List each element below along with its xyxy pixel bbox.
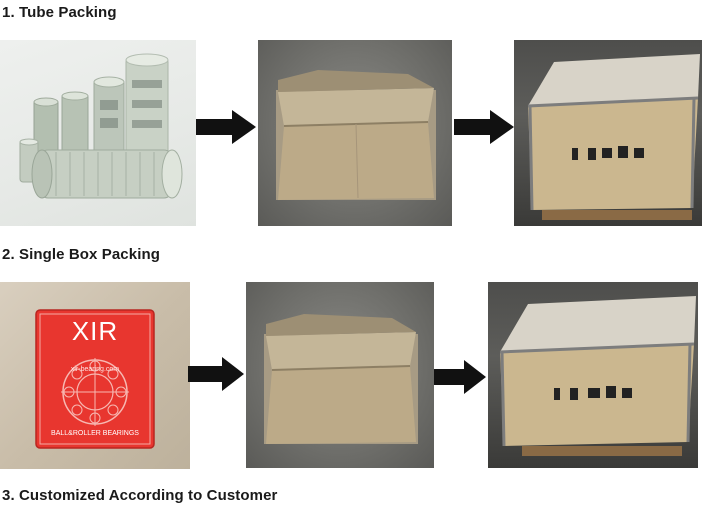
red-bearing-box-photo: XIR xir-bearing.com BALL&ROLLER BEARINGS (0, 282, 190, 469)
wooden-crate-photo (488, 282, 698, 468)
heading-tube-packing: 1. Tube Packing (2, 4, 117, 21)
arrow-right-icon (196, 110, 256, 144)
arrow-right-icon (188, 357, 244, 391)
heading-customized: 3. Customized According to Customer (2, 487, 278, 504)
arrow-right-icon (454, 110, 514, 144)
crate-symbols (572, 146, 644, 160)
carton-box-photo (246, 282, 434, 468)
arrow-right-icon (434, 360, 486, 394)
carton-box-photo (258, 40, 452, 226)
heading-single-box-packing: 2. Single Box Packing (2, 246, 160, 263)
red-box-brand: XIR (71, 316, 119, 346)
red-box-subtitle: BALL&ROLLER BEARINGS (51, 430, 139, 437)
wooden-crate-photo (514, 40, 702, 226)
red-box-url: xir-bearing.com (70, 366, 120, 373)
tube-packing-photo (0, 40, 196, 226)
